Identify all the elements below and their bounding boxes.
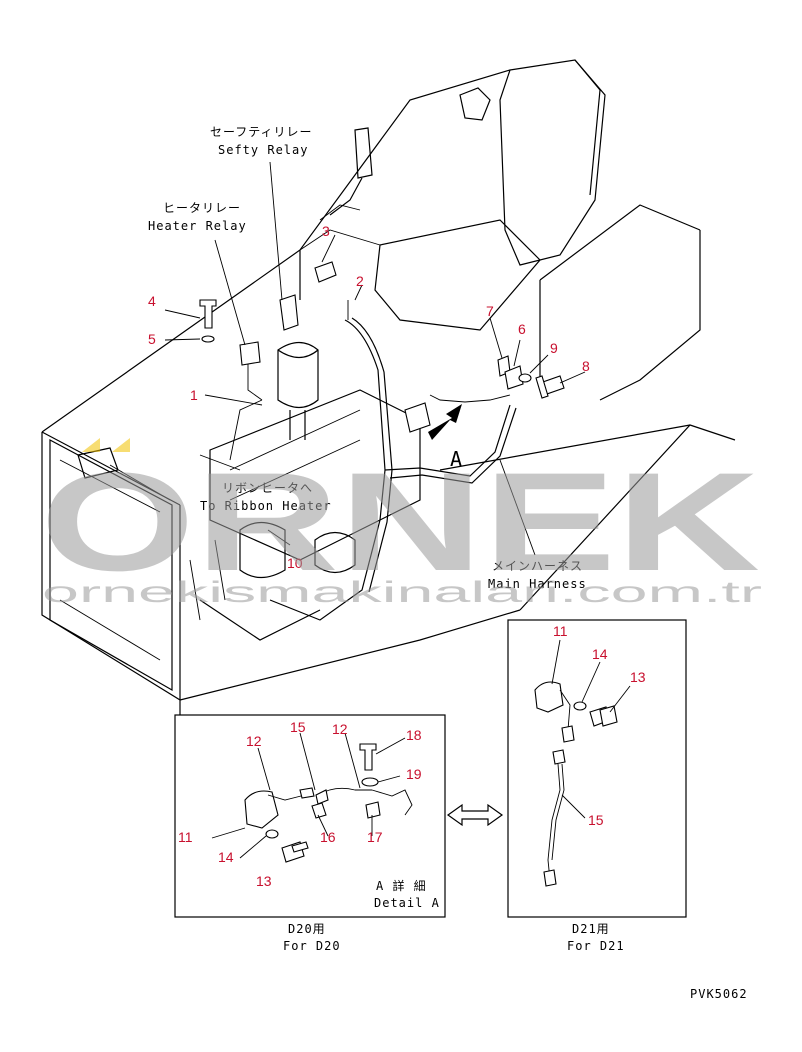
watermark-url: ornekismakinalari.com.tr	[42, 576, 762, 609]
main-labels: セーフティリレー Sefty Relay ヒータリレー Heater Relay…	[148, 125, 587, 591]
detail-a-label-jp: A 詳 細	[376, 878, 427, 893]
leader-lines	[164, 161, 586, 556]
main-part-numbers: 1 2 3 4 5 6 7 8 9 10	[148, 223, 590, 571]
heater-relay-label-en: Heater Relay	[148, 219, 247, 233]
d20-part-number-19: 19	[406, 766, 422, 782]
d21-part-number-13: 13	[630, 669, 646, 685]
for-d20-label-en: For D20	[283, 939, 341, 953]
d20-part-number-15: 15	[290, 719, 306, 735]
d20-part-number-11: 11	[178, 829, 193, 845]
for-d21-label-jp: D21用	[572, 922, 610, 936]
watermark: ORNEK ornekismakinalari.com.tr	[40, 438, 762, 609]
heater-relay-label-jp: ヒータリレー	[163, 201, 241, 215]
d20-part-number-16: 16	[320, 829, 336, 845]
for-d21-label-en: For D21	[567, 939, 625, 953]
ribbon-heater-label-en: To Ribbon Heater	[200, 499, 332, 513]
part-number-10: 10	[287, 555, 303, 571]
d21-part-number-15: 15	[588, 812, 604, 828]
d20-part-number-12-right: 12	[332, 721, 348, 737]
harness-routing	[229, 300, 517, 621]
d21-panel	[507, 619, 687, 918]
safety-relay-label-jp: セーフティリレー	[210, 125, 313, 139]
part-number-5: 5	[148, 331, 156, 347]
main-harness-label-jp: メインハーネス	[492, 559, 583, 573]
double-arrow-icon	[446, 803, 504, 827]
d21-labels: D21用 For D21	[567, 922, 625, 953]
detail-a-d20-panel	[174, 714, 446, 918]
for-d20-label-jp: D20用	[288, 922, 326, 936]
drawing-code: PVK5062	[690, 987, 748, 1001]
part-number-4: 4	[148, 293, 156, 309]
d20-part-number-14: 14	[218, 849, 234, 865]
d20-part-number-18: 18	[406, 727, 422, 743]
detail-a-part-numbers: 11 12 12 13 14 15 16 17 18 19	[178, 719, 422, 889]
part-number-1: 1	[190, 387, 198, 403]
detail-a-label-en: Detail A	[374, 896, 440, 910]
d20-part-number-13: 13	[256, 873, 272, 889]
part-number-7: 7	[486, 303, 494, 319]
d21-part-number-14: 14	[592, 646, 608, 662]
part-number-6: 6	[518, 321, 526, 337]
ribbon-heater-label-jp: リボンヒータへ	[222, 481, 313, 495]
part-number-9: 9	[550, 340, 558, 356]
view-a-letter: A	[450, 447, 463, 471]
part-number-3: 3	[322, 223, 330, 239]
d20-part-number-12-left: 12	[246, 733, 262, 749]
part-number-8: 8	[582, 358, 590, 374]
part-number-2: 2	[356, 273, 364, 289]
watermark-brand: ORNEK	[40, 443, 760, 600]
watermark-accent-icon	[82, 438, 130, 452]
relays-and-parts	[199, 261, 565, 440]
d21-part-numbers: 11 13 14 15	[553, 623, 646, 828]
main-harness-label-en: Main Harness	[488, 577, 587, 591]
d21-part-number-11: 11	[553, 623, 568, 639]
d20-part-number-17: 17	[367, 829, 383, 845]
safety-relay-label-en: Sefty Relay	[218, 143, 308, 157]
detail-a-labels: A 詳 細 Detail A D20用 For D20	[283, 878, 440, 953]
tractor-body	[41, 59, 736, 715]
